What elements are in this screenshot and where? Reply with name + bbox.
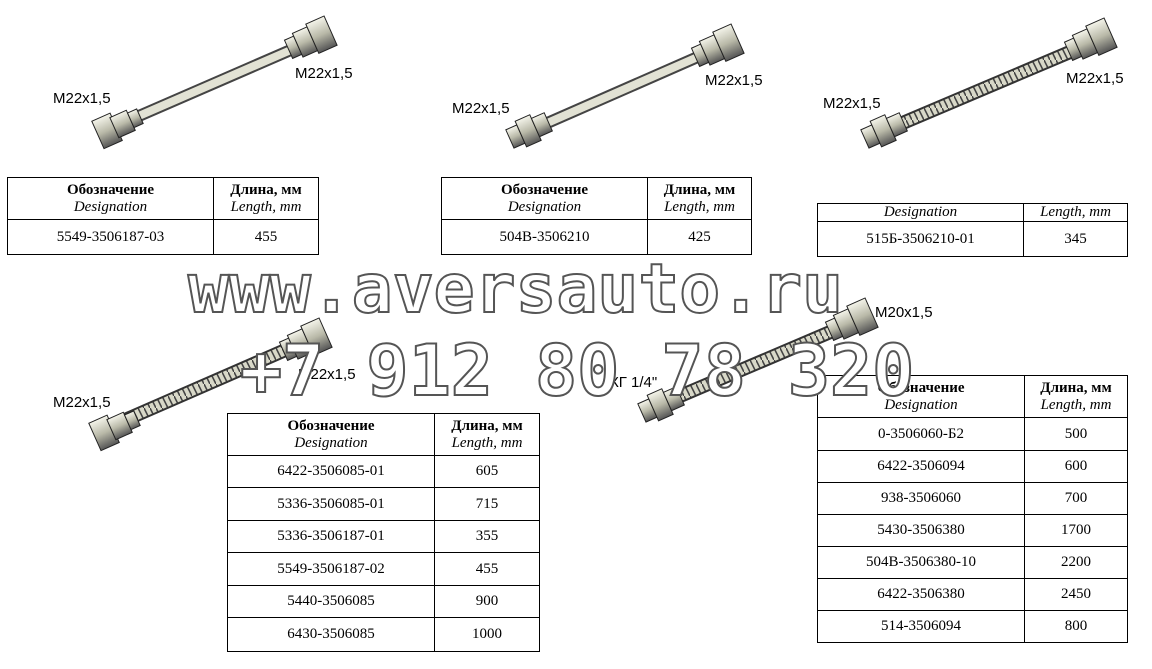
designation-cell: 504В-3506380-10 bbox=[817, 546, 1025, 579]
length-cell: 800 bbox=[1024, 610, 1128, 643]
length-cell: 2200 bbox=[1024, 546, 1128, 579]
hose-1-left-fitting bbox=[91, 108, 144, 150]
table-row: 504В-3506210 425 bbox=[441, 219, 752, 255]
hose-5-top-thread-label: M20x1,5 bbox=[875, 304, 933, 321]
hose-2-right-thread-label: M22x1,5 bbox=[705, 72, 763, 89]
hose-3-left-thread-label: M22x1,5 bbox=[823, 95, 881, 112]
designation-cell: 0-3506060-Б2 bbox=[817, 417, 1025, 451]
hose-3-right-thread-label: M22x1,5 bbox=[1066, 70, 1124, 87]
designation-cell: 6430-3506085 bbox=[227, 617, 435, 652]
length-cell: 900 bbox=[434, 585, 540, 618]
hose-2-left-thread-label: M22x1,5 bbox=[452, 100, 510, 117]
length-cell: 715 bbox=[434, 487, 540, 521]
hose-2-right-fitting bbox=[690, 23, 745, 68]
length-cell: 455 bbox=[434, 552, 540, 586]
hose-5-bottom-thread-label: КГ 1/4" bbox=[610, 374, 658, 391]
hose-3 bbox=[860, 17, 1118, 149]
designation-cell: 938-3506060 bbox=[817, 482, 1025, 515]
length-cell: 600 bbox=[1024, 450, 1128, 483]
spec-table-3: Designation Length, mm 515Б-3506210-01 3… bbox=[817, 203, 1128, 257]
hose-2-left-fitting bbox=[505, 112, 553, 149]
table-row: 515Б-3506210-01 345 bbox=[817, 221, 1128, 257]
hose-4-left-thread-label: M22x1,5 bbox=[53, 394, 111, 411]
length-cell: 455 bbox=[213, 219, 319, 255]
hose-4-right-thread-label: M22x1,5 bbox=[298, 366, 356, 383]
length-cell: 355 bbox=[434, 520, 540, 553]
hose-4-left-fitting bbox=[88, 410, 141, 452]
length-cell: 2450 bbox=[1024, 578, 1128, 611]
hose-4 bbox=[88, 317, 333, 452]
designation-cell: 504В-3506210 bbox=[441, 219, 648, 255]
length-header: Length, mm bbox=[1023, 203, 1128, 222]
hose-5-right-fitting bbox=[824, 297, 879, 342]
length-cell: 500 bbox=[1024, 417, 1128, 451]
hose-3-right-fitting bbox=[1063, 17, 1118, 62]
designation-cell: 5336-3506085-01 bbox=[227, 487, 435, 521]
table-row: 5549-3506187-03 455 bbox=[7, 219, 319, 255]
hose-5 bbox=[637, 297, 879, 423]
hose-1-left-thread-label: M22x1,5 bbox=[53, 90, 111, 107]
length-cell: 1700 bbox=[1024, 514, 1128, 547]
hose-1 bbox=[91, 15, 338, 150]
watermark-phone: +7 912 80 78 320 bbox=[239, 329, 915, 413]
length-cell: 1000 bbox=[434, 617, 540, 652]
hose-1-right-thread-label: M22x1,5 bbox=[295, 65, 353, 82]
designation-cell: 6422-3506380 bbox=[817, 578, 1025, 611]
length-cell: 605 bbox=[434, 455, 540, 488]
hose-5-left-fitting bbox=[637, 386, 685, 423]
hose-2 bbox=[505, 23, 745, 149]
hose-4-right-fitting bbox=[278, 317, 333, 362]
designation-cell: 5336-3506187-01 bbox=[227, 520, 435, 553]
designation-cell: 5440-3506085 bbox=[227, 585, 435, 618]
length-cell: 700 bbox=[1024, 482, 1128, 515]
hose-3-left-fitting bbox=[860, 112, 908, 149]
designation-cell: 6422-3506094 bbox=[817, 450, 1025, 483]
designation-cell: 514-3506094 bbox=[817, 610, 1025, 643]
designation-cell: 5430-3506380 bbox=[817, 514, 1025, 547]
designation-cell: 6422-3506085-01 bbox=[227, 455, 435, 488]
length-cell: 425 bbox=[647, 219, 752, 255]
designation-header: Designation bbox=[817, 203, 1024, 222]
hose-1-right-fitting bbox=[283, 15, 338, 60]
designation-cell: 5549-3506187-02 bbox=[227, 552, 435, 586]
designation-cell: 5549-3506187-03 bbox=[7, 219, 214, 255]
watermark-site: www.aversauto.ru bbox=[187, 249, 844, 330]
designation-cell: 515Б-3506210-01 bbox=[817, 221, 1024, 257]
length-cell: 345 bbox=[1023, 221, 1128, 257]
